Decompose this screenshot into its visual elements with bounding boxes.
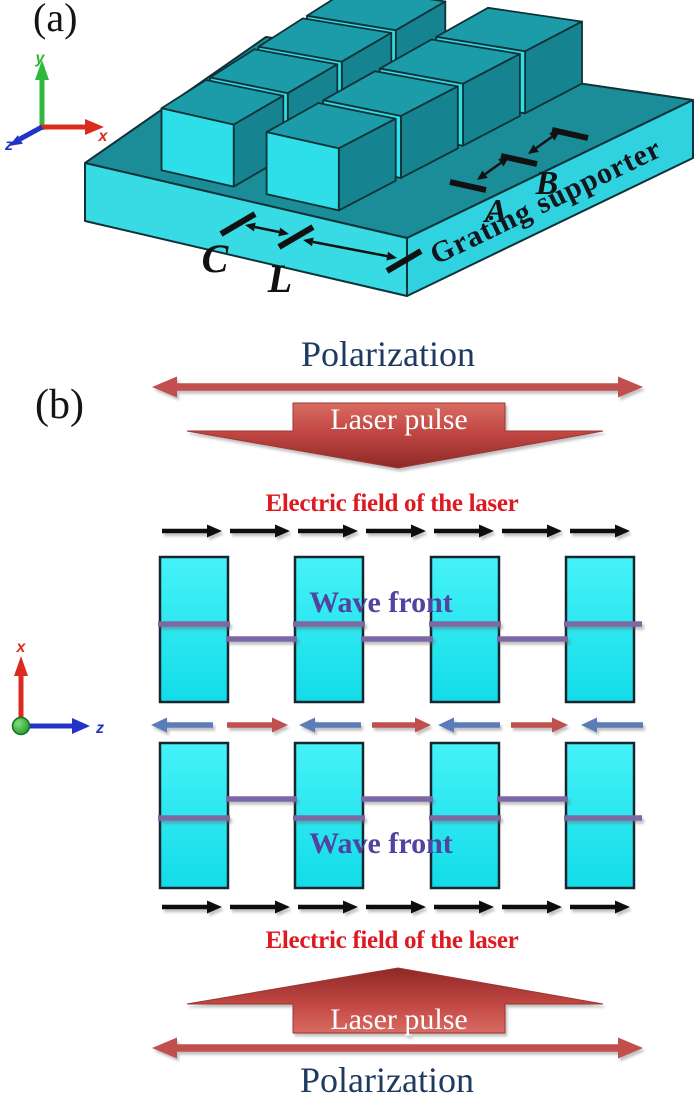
field-arrow-right-icon-head <box>615 524 630 538</box>
dim-tick-icon <box>219 211 257 237</box>
dim-arrow-B-shaft <box>535 135 553 150</box>
counter-propagating-arrows <box>151 717 643 733</box>
polarization-arrow-top-icon <box>152 376 643 398</box>
field-arrow-right-icon-head <box>479 524 494 538</box>
x-axis-label: x <box>16 639 27 656</box>
dim-arrow-L-head <box>386 251 397 261</box>
dim-label-B: B <box>535 165 559 202</box>
dimension-arrows <box>245 131 560 261</box>
force-arrow-left-icon-head <box>299 717 315 733</box>
axis-triad-b: x z <box>11 639 104 737</box>
polarization-double-arrow-head <box>152 1037 177 1059</box>
polarization-double-arrow-head <box>152 376 177 398</box>
force-arrow-right-icon-head <box>552 717 568 733</box>
wave-front-line-top <box>158 621 642 642</box>
laser-pulse-bottom-label: Laser pulse <box>330 1003 467 1036</box>
dim-label-C: C <box>202 236 230 281</box>
dim-tick-icon <box>277 224 315 250</box>
polarization-top-label: Polarization <box>301 334 475 374</box>
grating-block <box>265 102 397 212</box>
field-arrow-right-icon-head <box>411 900 426 914</box>
z-axis-arrowhead-icon <box>72 718 90 734</box>
z-axis-arrowhead-icon <box>9 135 23 146</box>
force-arrow-left-icon-head <box>581 717 597 733</box>
grating-bar-row-top <box>158 555 636 704</box>
dim-tick-icon <box>500 153 538 167</box>
x-axis-arrowhead-icon <box>14 656 28 676</box>
grating-bar-rect <box>429 555 501 704</box>
field-arrow-right-icon-head <box>479 900 494 914</box>
grating-block-front-face <box>265 131 340 212</box>
x-axis-label: x <box>98 128 109 145</box>
y-axis-out-of-plane-icon <box>11 716 31 736</box>
dim-label-A: A <box>483 193 508 230</box>
laser-pulse-up-arrow-icon: Laser pulse <box>186 967 604 1036</box>
y-axis-arrowhead-icon <box>35 60 49 80</box>
grating-blocks <box>160 0 583 212</box>
dim-arrow-L-shaft <box>312 240 388 258</box>
electric-field-top-label: Electric field of the laser <box>266 490 519 517</box>
electric-field-arrows-top <box>162 524 630 538</box>
dim-arrow-C-shaft <box>254 225 280 234</box>
laser-pulse-up-shape <box>186 967 604 1034</box>
dim-arrow-L-head <box>303 237 314 247</box>
wave-front-top-label: Wave front <box>309 586 453 619</box>
grating-bar-rect <box>293 555 365 704</box>
field-arrow-right-icon-head <box>275 900 290 914</box>
polarization-double-arrow-head <box>618 376 643 398</box>
field-arrow-right-icon-head <box>411 524 426 538</box>
force-arrow-left-icon-head <box>438 717 454 733</box>
force-arrow-right-icon-head <box>415 717 431 733</box>
x-axis-arrowhead-icon <box>85 119 104 135</box>
field-arrow-right-icon-head <box>343 524 358 538</box>
dim-tick-icon <box>551 127 589 141</box>
dim-arrow-B-head <box>528 144 539 154</box>
field-arrow-right-icon-head <box>615 900 630 914</box>
polarization-bottom-label: Polarization <box>300 1060 474 1097</box>
electric-field-arrows-bottom <box>162 900 630 914</box>
dim-arrow-B-head <box>549 131 560 141</box>
y-axis-label: y <box>35 50 46 67</box>
dimension-marks-right: A B <box>449 127 589 230</box>
polarization-double-arrow-head <box>618 1037 643 1059</box>
electric-field-bottom-label: Electric field of the laser <box>266 927 519 954</box>
grating-block-front-face <box>160 107 235 188</box>
panel-b-label: (b) <box>35 382 84 428</box>
axis-triad-a: y x z <box>4 50 109 154</box>
field-arrow-right-icon-head <box>547 900 562 914</box>
field-arrow-right-icon-head <box>207 900 222 914</box>
dim-arrow-A-head <box>498 157 509 167</box>
z-axis-label: z <box>4 137 13 154</box>
z-axis-label: z <box>95 720 104 737</box>
z-axis-arrow-icon <box>18 124 44 142</box>
dim-arrow-A-shaft <box>484 161 502 176</box>
dim-arrow-C-head <box>278 227 289 237</box>
dim-arrow-A-head <box>477 170 488 180</box>
dim-arrow-C-head <box>245 222 256 232</box>
grating-bar-rect <box>158 555 230 704</box>
supporter-right-face <box>406 99 694 297</box>
dimension-marks-front: C L <box>202 211 423 301</box>
grating-bar-row-bottom <box>158 741 636 890</box>
dim-tick-icon <box>385 248 423 274</box>
grating-block <box>160 79 285 188</box>
grating-bar-rect <box>564 555 636 704</box>
polarization-arrow-bottom-icon <box>152 1037 643 1059</box>
field-arrow-right-icon-head <box>275 524 290 538</box>
laser-pulse-down-arrow-icon: Laser pulse <box>186 402 604 469</box>
field-arrow-right-icon-head <box>207 524 222 538</box>
wave-front-line-bottom <box>158 796 642 821</box>
laser-pulse-down-shape <box>186 402 604 469</box>
dim-label-L: L <box>267 256 292 301</box>
panel-a-label: (a) <box>33 0 77 40</box>
wave-front-bottom-label: Wave front <box>309 827 453 860</box>
laser-pulse-top-label: Laser pulse <box>330 403 467 436</box>
force-arrow-right-icon-head <box>272 717 288 733</box>
field-arrow-right-icon-head <box>547 524 562 538</box>
field-arrow-right-icon-head <box>343 900 358 914</box>
dim-tick-icon <box>449 179 487 193</box>
force-arrow-left-icon-head <box>151 717 167 733</box>
